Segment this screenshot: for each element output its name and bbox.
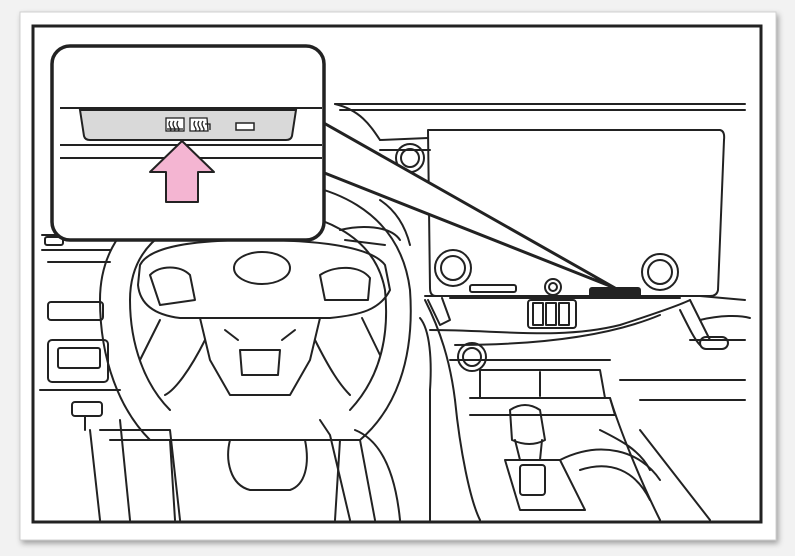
- dashboard-lines: [39, 103, 751, 521]
- callout-arrow: [149, 140, 215, 203]
- left-knob: [434, 249, 472, 287]
- right-knob: [641, 253, 679, 291]
- switch-panel: [78, 109, 298, 141]
- center-display: [427, 129, 726, 297]
- steering-emblem: [233, 251, 291, 285]
- rear-defogger-icon: [165, 117, 185, 132]
- mirror-defogger-icon: [189, 117, 211, 132]
- shift-lever: [509, 404, 546, 445]
- indicator-slot: [235, 122, 255, 131]
- callout-box: [50, 44, 326, 242]
